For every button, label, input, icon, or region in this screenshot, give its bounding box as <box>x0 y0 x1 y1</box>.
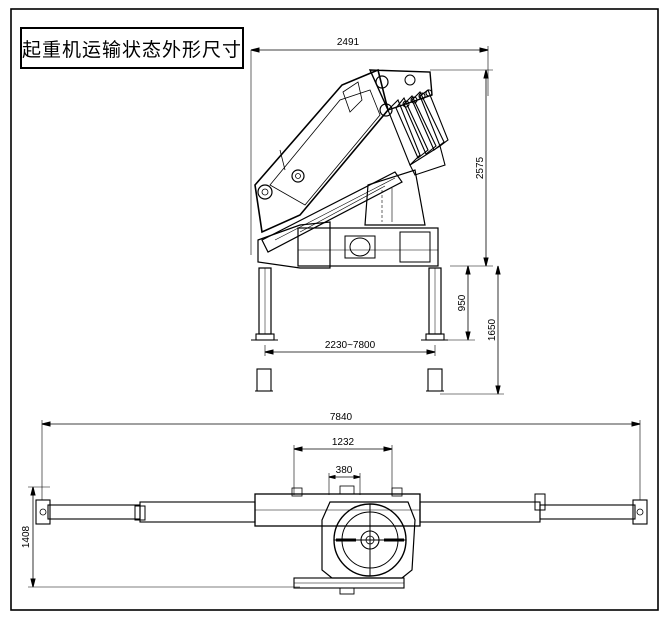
dim-plan-mid: 1232 <box>332 437 355 448</box>
drawing-border <box>10 8 659 611</box>
dim-top-width: 2491 <box>337 37 360 48</box>
dim-plan-small: 380 <box>336 465 353 476</box>
dim-overall-height: 1650 <box>487 318 498 341</box>
elevation-view <box>250 46 504 395</box>
plan-view <box>28 420 648 595</box>
dim-outrigger-height: 950 <box>457 294 468 311</box>
dim-plan-length: 7840 <box>330 412 353 423</box>
drawing-title: 起重机运输状态外形尺寸 <box>20 27 244 69</box>
dim-outrigger-span: 2230~7800 <box>325 340 376 351</box>
dim-plan-width: 1408 <box>21 525 32 548</box>
dim-height-total: 2575 <box>475 156 486 179</box>
